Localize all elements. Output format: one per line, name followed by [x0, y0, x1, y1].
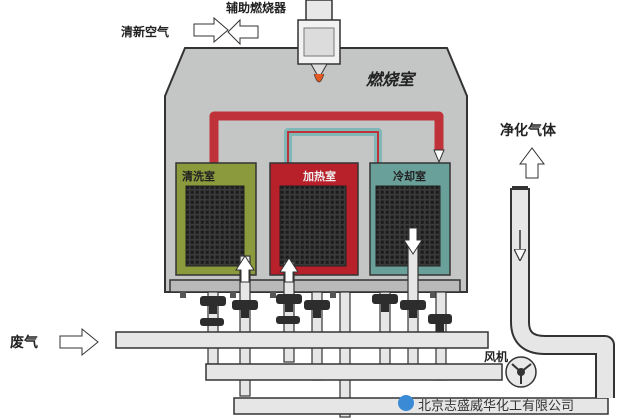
return-duct: [233, 397, 609, 415]
aux-burner-label: 辅助燃烧器: [226, 1, 287, 15]
fresh-air-label: 清新空气: [121, 25, 170, 39]
burner-icon: [297, 0, 341, 83]
cooling-chamber: [369, 162, 451, 276]
arrow-icon: [59, 16, 545, 357]
waste-gas-pipe: [115, 331, 489, 349]
purge-chamber-label: 清洗室: [182, 170, 215, 183]
fan-label: 风机: [484, 350, 509, 364]
furnace-label: 燃烧室: [366, 70, 415, 89]
fan-duct: [205, 363, 503, 381]
waste-gas-label: 废气: [10, 335, 38, 351]
heating-chamber: [269, 162, 359, 276]
clean-gas-label: 净化气体: [500, 123, 556, 139]
watermark: 北京志盛威华化工有限公司: [418, 399, 575, 414]
heating-chamber-label: 加热室: [303, 170, 336, 183]
cooling-chamber-label: 冷却室: [393, 170, 426, 183]
fan-icon: [505, 356, 537, 388]
hot-duct: [209, 111, 444, 172]
valve-icon: [200, 294, 452, 332]
exhaust-stack: [510, 186, 615, 398]
wechat-icon: [398, 395, 414, 411]
